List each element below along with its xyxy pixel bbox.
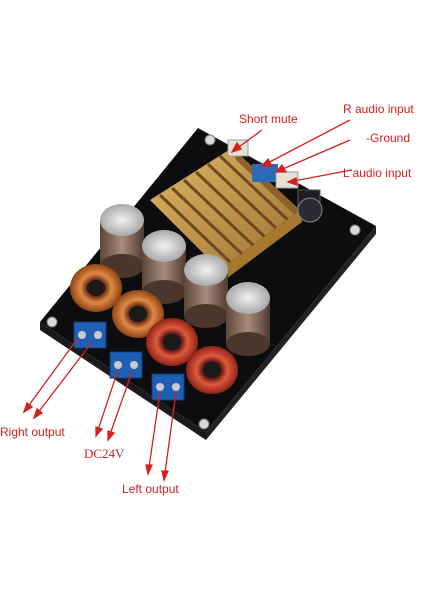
- short-mute-label: Short mute: [239, 112, 298, 126]
- ground-label: -Ground: [366, 131, 411, 145]
- dc24v-label: DC24V: [84, 446, 125, 461]
- capacitors: [100, 204, 270, 356]
- inductors: [70, 264, 238, 394]
- left-output-label: Left output: [122, 482, 179, 496]
- r-audio-input-label: R audio input: [343, 102, 414, 116]
- annotation-arrows: [22, 119, 353, 483]
- l-audio-input-label: L audio input: [343, 166, 412, 180]
- right-output-label: Right output: [0, 425, 65, 439]
- screw-terminals: [73, 321, 185, 401]
